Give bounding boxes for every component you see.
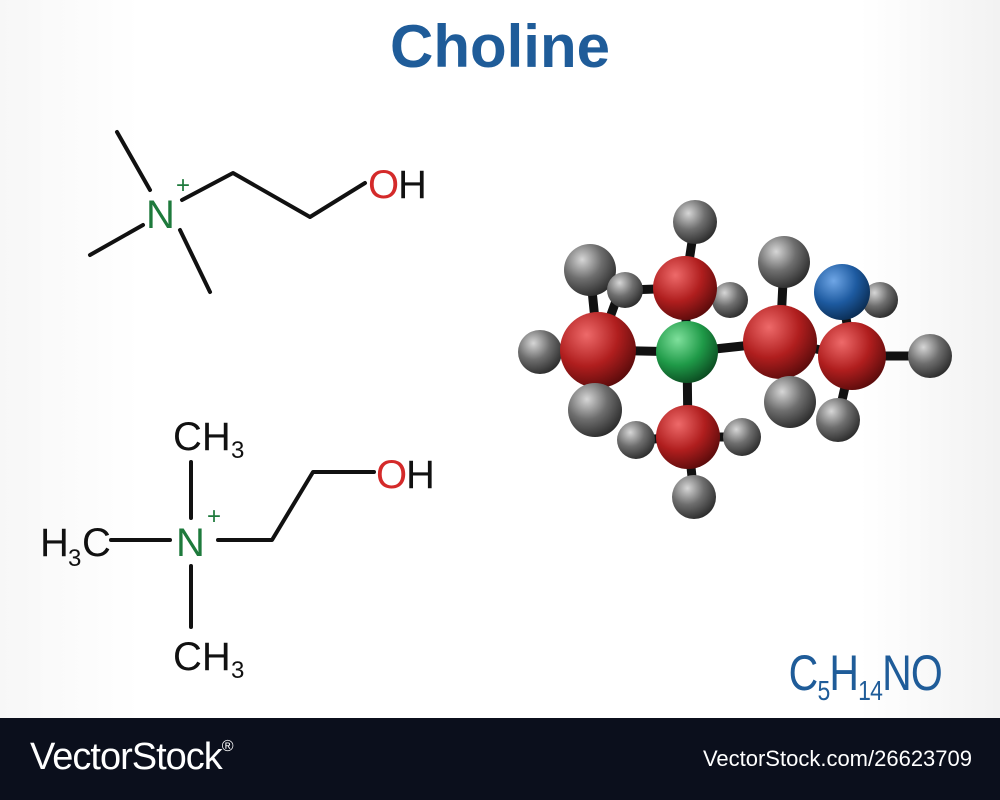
charge-label: + <box>176 172 190 199</box>
nitrogen-label: N <box>146 193 175 237</box>
carbon-ball-end <box>818 322 886 390</box>
skeletal-formula: N + O H <box>88 130 427 294</box>
nitrogen-ball <box>656 321 718 383</box>
image-id-text: VectorStock.com/26623709 <box>702 746 972 771</box>
methyl-left-sub: 3 <box>68 545 81 572</box>
methyl-left-c: C <box>82 521 111 565</box>
methyl-bottom-sub: 3 <box>231 657 244 684</box>
methyl-top-label: CH <box>173 415 231 459</box>
molecular-formula: C5H14NO <box>788 645 943 706</box>
carbon-ball-chain <box>743 305 817 379</box>
page-title: Choline <box>390 13 610 80</box>
ball-and-stick-model <box>518 200 952 519</box>
oxygen-ball <box>814 264 870 320</box>
nitrogen-label-2: N <box>176 521 205 565</box>
condensed-formula: CH 3 H 3 C N + CH 3 O H <box>40 415 435 684</box>
hydrogen-label: H <box>398 163 427 207</box>
oxygen-label-2: O <box>376 453 407 497</box>
carbon-ball-back <box>653 256 717 320</box>
bond-chain <box>180 171 367 219</box>
methyl-top-sub: 3 <box>231 437 244 464</box>
methyl-bottom-label: CH <box>173 635 231 679</box>
molecule-illustration: N + O H CH 3 H 3 C N + CH 3 O H <box>40 130 952 684</box>
brand-logo: VectorStock® <box>30 736 234 778</box>
bond-chain-2 <box>216 470 376 542</box>
charge-label-2: + <box>207 503 221 530</box>
oxygen-label: O <box>368 163 399 207</box>
hydrogen-label-2: H <box>406 453 435 497</box>
carbon-ball-left <box>560 312 636 388</box>
footer-bar: VectorStock® VectorStock.com/26623709 <box>0 718 1000 800</box>
bond-methyl-up <box>115 130 152 192</box>
bond-methyl-left <box>88 223 145 257</box>
carbon-ball-front <box>656 405 720 469</box>
bond-methyl-down <box>178 228 212 294</box>
methyl-left-h: H <box>40 521 69 565</box>
